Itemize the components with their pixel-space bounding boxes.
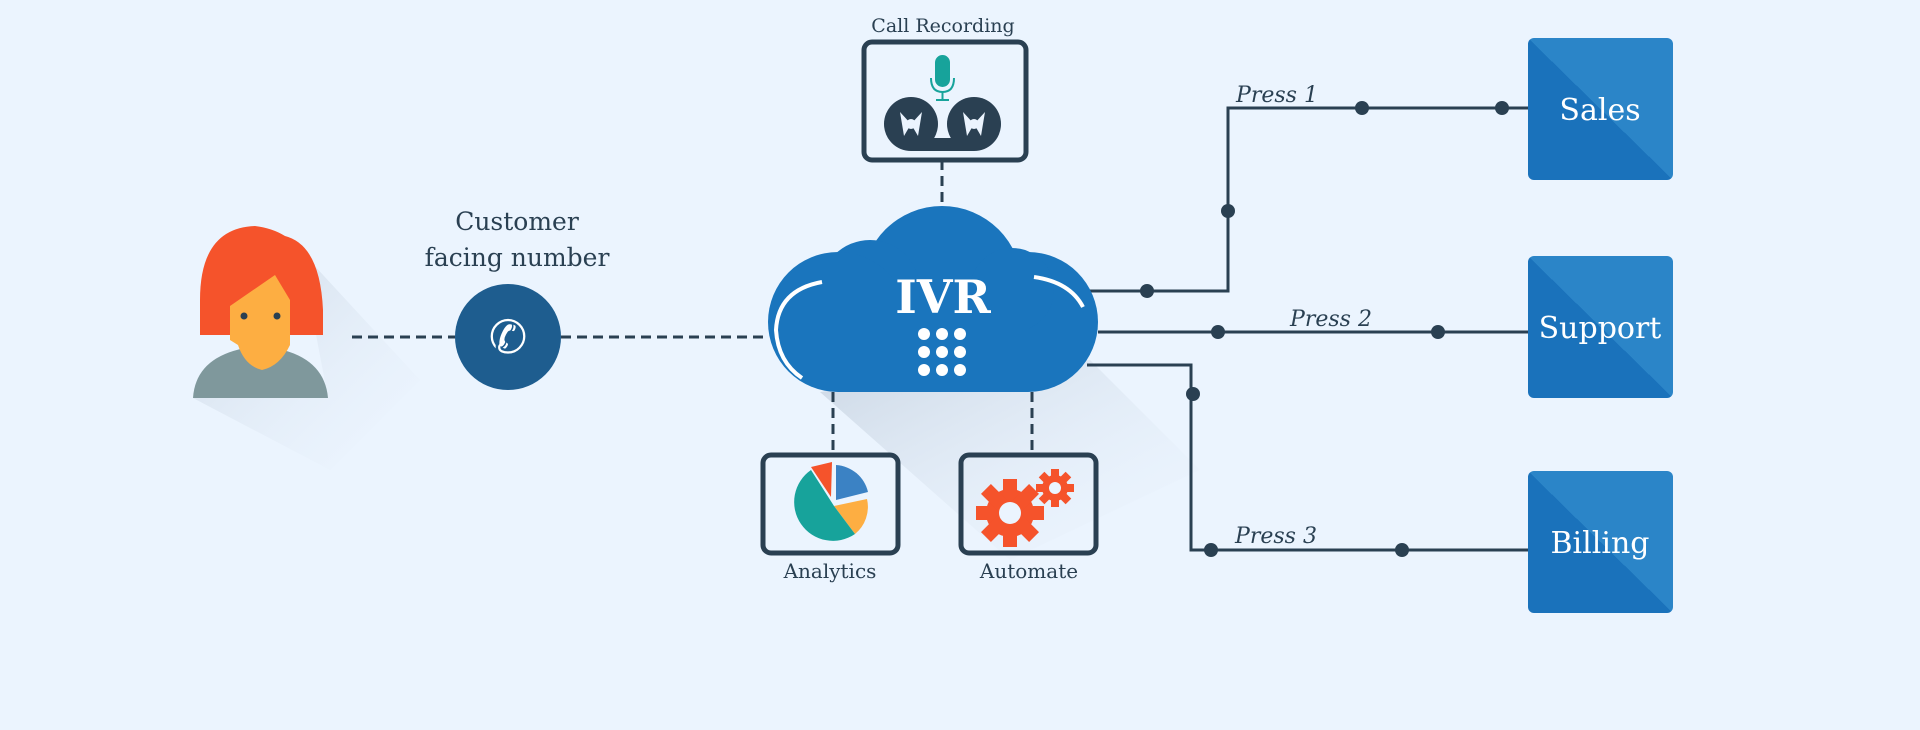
automate-box[interactable] (958, 452, 1099, 556)
route-node (1204, 543, 1218, 557)
department-sales[interactable]: Sales (1528, 38, 1673, 180)
department-label: Support (1539, 311, 1662, 346)
route-node (1395, 543, 1409, 557)
person-avatar-icon (193, 226, 328, 398)
keypad-icon (918, 328, 966, 376)
ivr-title: IVR (895, 270, 991, 324)
route-node (1186, 387, 1200, 401)
analytics-label: Analytics (783, 559, 877, 583)
route-node (1140, 284, 1154, 298)
cloud-shadow (820, 360, 1200, 560)
pie-chart-icon (794, 462, 868, 541)
press-1-label: Press 1 (1235, 83, 1318, 108)
customer-label-line1: Customer (455, 207, 579, 236)
route-node (1355, 101, 1369, 115)
route-node (1431, 325, 1445, 339)
department-billing[interactable]: Billing (1528, 471, 1673, 613)
route-node (1211, 325, 1225, 339)
phone-handset-icon: ✆ (489, 310, 528, 364)
route-node (1221, 204, 1235, 218)
phone-number-node[interactable]: ✆ (455, 284, 561, 390)
customer-label-line2: facing number (425, 243, 610, 272)
call-recording-label: Call Recording (871, 15, 1014, 37)
tape-reel-microphone-icon (884, 55, 1001, 151)
gears-icon (976, 469, 1074, 547)
route-line-1 (1084, 106, 1528, 293)
ivr-cloud[interactable]: IVR (768, 206, 1098, 392)
person-shadow (193, 250, 420, 470)
press-2-label: Press 2 (1289, 307, 1372, 332)
route-line-3 (1087, 363, 1528, 552)
call-recording-box[interactable] (861, 39, 1029, 163)
analytics-box[interactable] (760, 452, 901, 556)
department-support[interactable]: Support (1528, 256, 1673, 398)
press-3-label: Press 3 (1234, 524, 1317, 549)
department-label: Billing (1551, 526, 1650, 561)
automate-label: Automate (979, 559, 1078, 583)
department-label: Sales (1559, 93, 1640, 128)
route-node (1495, 101, 1509, 115)
